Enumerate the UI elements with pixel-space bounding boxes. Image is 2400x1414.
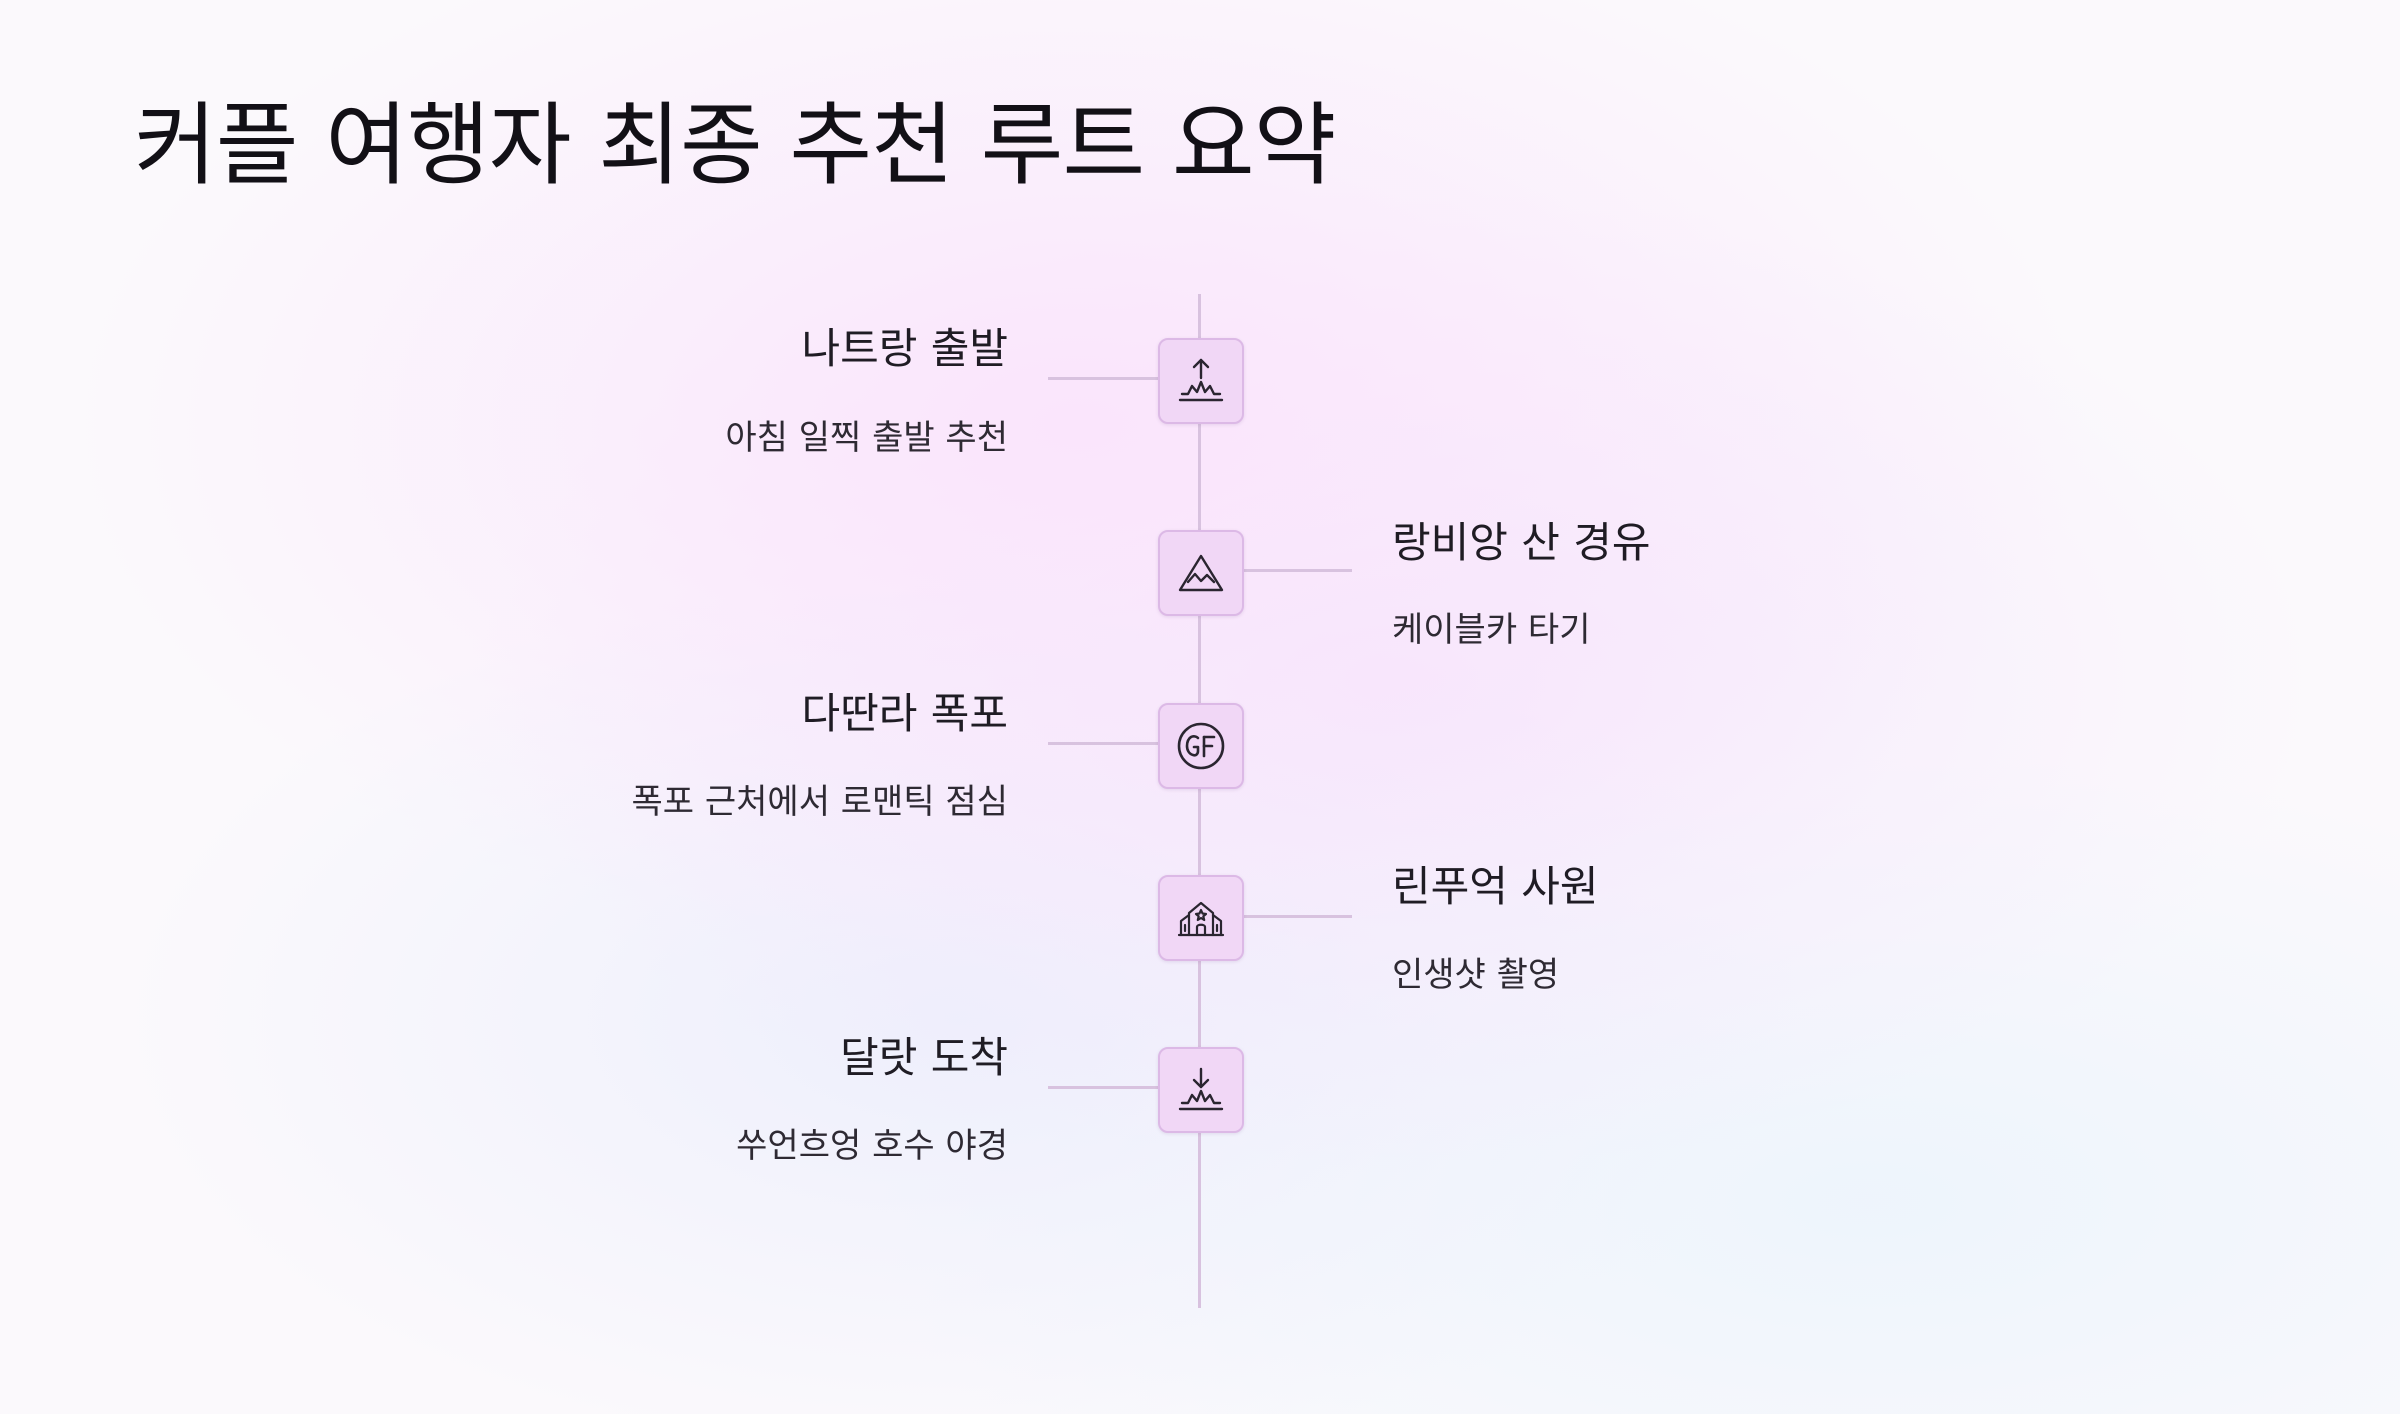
step-1-description: 아침 일찍 출발 추천 xyxy=(725,418,1008,458)
gf-badge-icon xyxy=(1177,722,1225,770)
connector-step-2 xyxy=(1240,569,1352,572)
page-title: 커플 여행자 최종 추천 루트 요약 xyxy=(134,93,1336,198)
step-2-title: 랑비앙 산 경유 xyxy=(1392,518,1651,567)
timeline-axis xyxy=(1198,294,1201,1308)
departure-icon xyxy=(1178,358,1224,402)
step-4-title: 린푸억 사원 xyxy=(1392,862,1599,911)
connector-step-1 xyxy=(1048,377,1158,380)
step-5-title: 달랏 도착 xyxy=(840,1033,1008,1082)
step-1-title: 나트랑 출발 xyxy=(801,324,1008,373)
timeline-node-4 xyxy=(1158,875,1244,961)
temple-icon xyxy=(1177,901,1225,937)
connector-step-5 xyxy=(1048,1086,1158,1089)
timeline-node-3 xyxy=(1158,703,1244,789)
timeline-node-5 xyxy=(1158,1047,1244,1133)
timeline-node-2 xyxy=(1158,530,1244,616)
arrival-icon xyxy=(1178,1067,1224,1111)
step-4-description: 인생샷 촬영 xyxy=(1392,955,1560,995)
step-3-description: 폭포 근처에서 로맨틱 점심 xyxy=(631,782,1008,822)
step-3-title: 다딴라 폭포 xyxy=(801,689,1008,738)
mountain-icon xyxy=(1178,554,1224,592)
connector-step-4 xyxy=(1240,915,1352,918)
step-2-description: 케이블카 타기 xyxy=(1392,610,1591,650)
connector-step-3 xyxy=(1048,742,1158,745)
timeline-node-1 xyxy=(1158,338,1244,424)
step-5-description: 쑤언흐엉 호수 야경 xyxy=(736,1126,1008,1166)
